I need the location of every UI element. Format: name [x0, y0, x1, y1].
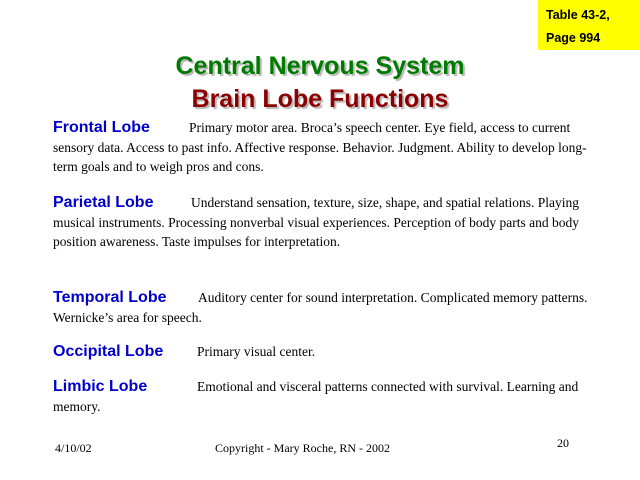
- page-number: 20: [557, 436, 569, 450]
- lobe-description: Primary motor area. Broca’s speech cente…: [53, 120, 587, 174]
- table-reference-box: Table 43-2, Page 994: [538, 0, 640, 50]
- lobe-name: Occipital Lobe: [53, 343, 164, 360]
- slide-title: Central Nervous System: [175, 52, 465, 80]
- lobe-name: Frontal Lobe: [53, 119, 150, 136]
- lobe-description: Primary visual center.: [197, 344, 316, 359]
- lobe-name: Temporal Lobe: [53, 289, 167, 306]
- table-reference: Table 43-2,: [546, 8, 610, 22]
- slide-subtitle: Brain Lobe Functions: [191, 85, 449, 113]
- lobe-description: Auditory center for sound interpretation…: [53, 290, 591, 325]
- footer-copyright: Copyright - Mary Roche, RN - 2002: [215, 441, 390, 455]
- lobe-name: Limbic Lobe: [53, 378, 148, 395]
- lobe-description: Emotional and visceral patterns connecte…: [53, 379, 582, 414]
- lobe-description: Understand sensation, texture, size, sha…: [53, 195, 586, 249]
- lobe-name: Parietal Lobe: [53, 194, 154, 211]
- footer-date: 4/10/02: [55, 441, 92, 455]
- page-reference: Page 994: [546, 31, 601, 45]
- lobe-occipital: Occipital Lobe Primary visual center.: [53, 342, 593, 362]
